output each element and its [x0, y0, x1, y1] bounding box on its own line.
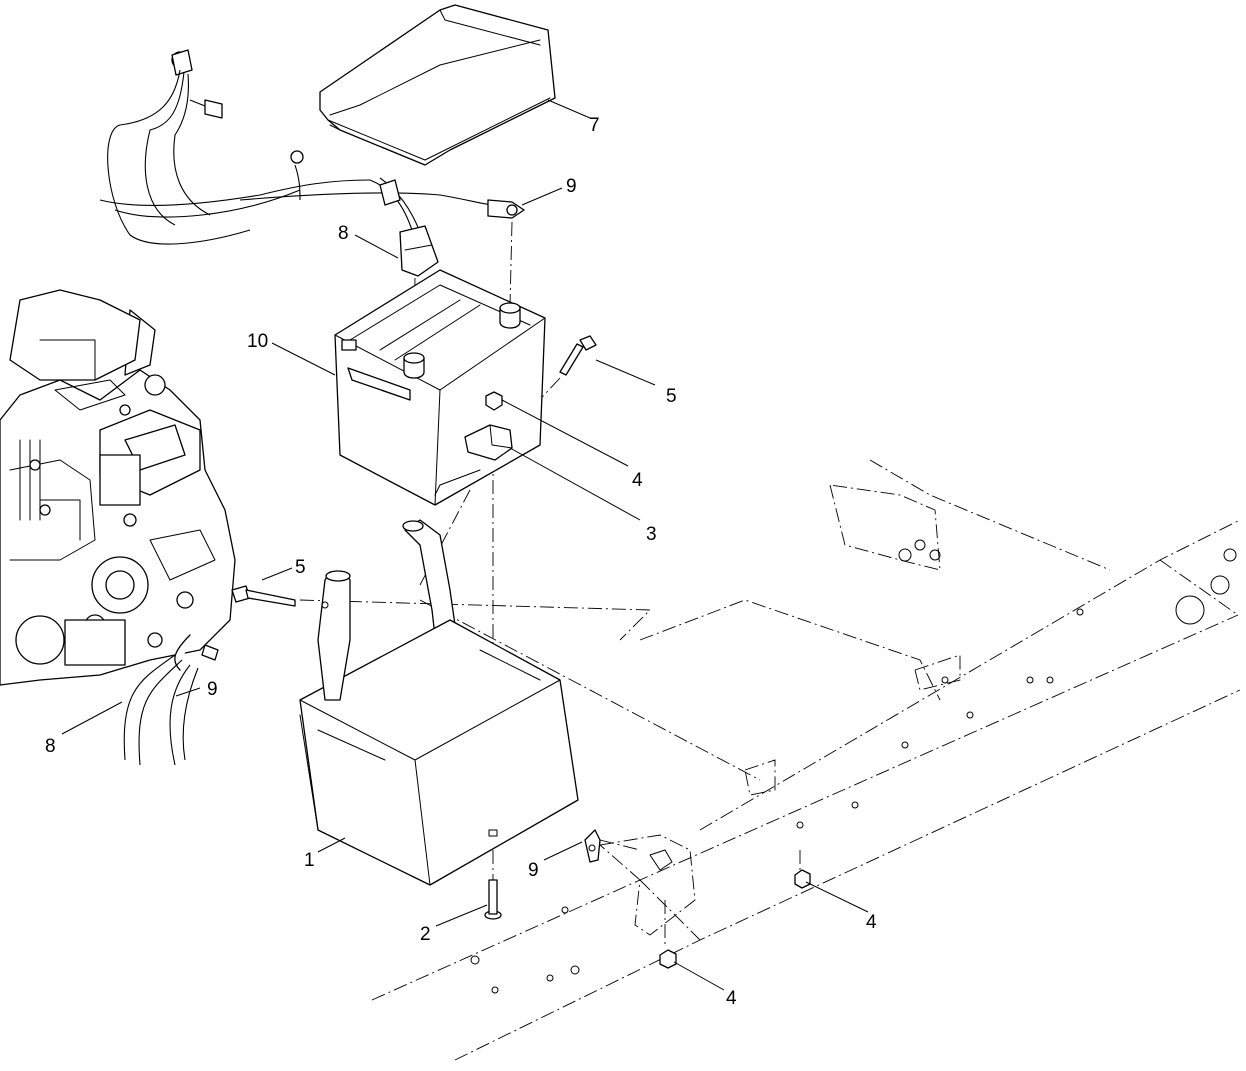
callout-8-engine: 8	[45, 736, 56, 757]
callout-4-frame-nut-right: 4	[866, 912, 877, 933]
callout-7: 7	[589, 115, 600, 136]
callout-2: 2	[420, 924, 431, 945]
callout-4-frame-nut-bottom: 4	[726, 988, 737, 1009]
callout-5-left-bolt: 5	[295, 557, 306, 578]
ground-terminal	[584, 829, 601, 863]
callout-4-battery-nut: 4	[632, 470, 643, 491]
battery-cable-harness	[99, 49, 525, 277]
engine-battery-cables	[123, 634, 219, 766]
engine-assembly	[0, 289, 236, 686]
battery	[334, 269, 546, 506]
callout-1: 1	[304, 850, 315, 871]
callout-9-ground: 9	[528, 860, 539, 881]
callout-labels: 1 2 3 4 4 4 5 5 7 8 8 9 9 9 10	[45, 115, 877, 1009]
bolt-left	[231, 585, 296, 607]
callout-9-engine: 9	[207, 679, 218, 700]
callout-10: 10	[247, 331, 268, 352]
callout-9-top: 9	[566, 176, 577, 197]
callout-3: 3	[646, 524, 657, 545]
callout-8-top: 8	[338, 223, 349, 244]
battery-cover	[319, 4, 556, 166]
callout-5-right-bolt: 5	[666, 386, 677, 407]
battery-tray	[299, 519, 579, 886]
leader-lines	[61, 99, 869, 991]
flange-nuts	[659, 869, 811, 969]
bolt-right	[559, 335, 597, 376]
chassis-frame	[371, 459, 1241, 1061]
carriage-bolt	[484, 879, 502, 920]
